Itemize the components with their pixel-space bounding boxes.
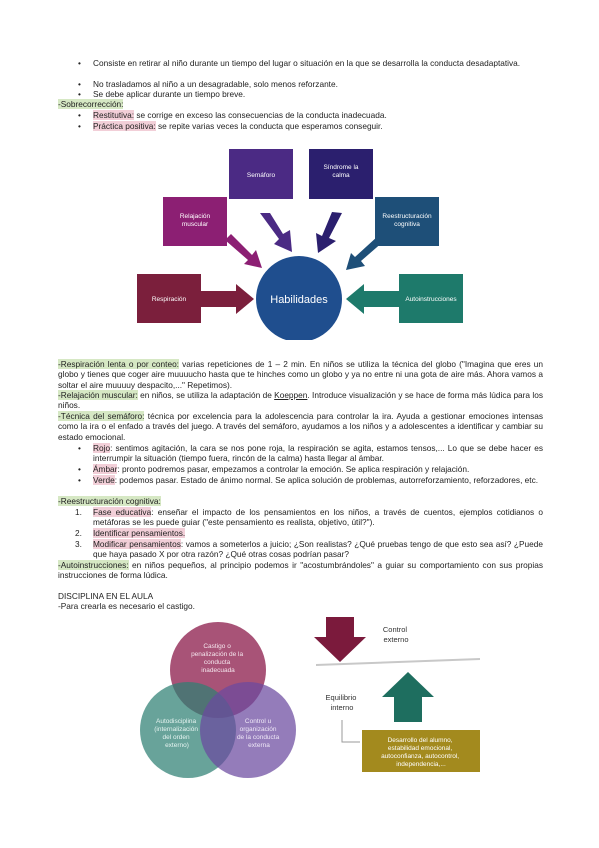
box-autoinstrucciones-label: Autoinstrucciones xyxy=(405,296,457,303)
down-arrow xyxy=(314,617,366,662)
box-autoinstrucciones xyxy=(399,274,463,323)
box-reestructuracion xyxy=(375,197,439,246)
desarrollo-box xyxy=(362,730,480,772)
arrow-reestructuracion xyxy=(346,236,384,270)
intro-bullet-1: Consiste en retirar al niño durante un t… xyxy=(93,58,521,68)
venn-top-label: Castigo o penalización de la conducta in… xyxy=(191,643,245,674)
reestructuracion-item-2: Identificar pensamientos. xyxy=(93,528,186,538)
bullet-marker: • xyxy=(78,443,81,453)
semaforo-item-ambar: Ámbar: pronto podremos pasar, empezamos … xyxy=(93,464,470,474)
reestructuracion-item-3: Modificar pensamientos: vamos a someterl… xyxy=(93,539,543,560)
relajacion-paragraph: -Relajación muscular: en niños, se utili… xyxy=(58,390,543,411)
box-semaforo xyxy=(229,149,293,199)
box-sindrome xyxy=(309,149,373,199)
arrow-semaforo xyxy=(260,213,292,252)
sobrecorreccion-heading: -Sobrecorrección: xyxy=(58,99,124,109)
balance-line xyxy=(316,658,480,666)
center-circle xyxy=(256,256,342,340)
bullet-marker: • xyxy=(78,110,81,120)
box-respiracion-label: Respiración xyxy=(152,296,187,303)
list-number: 2. xyxy=(75,528,82,538)
venn-left-label: Autodisciplina (internalización del orde… xyxy=(154,718,200,749)
venn-diagram: Castigo o penalización de la conducta in… xyxy=(140,622,296,778)
bullet-marker: • xyxy=(78,464,81,474)
semaforo-paragraph: -Técnica del semáforo: técnica por excel… xyxy=(58,411,543,442)
respiracion-paragraph: -Respiración lenta o por conteo: varias … xyxy=(58,359,543,390)
up-arrow xyxy=(382,672,434,722)
sobrecorreccion-item-2: Práctica positiva: se repite varias vece… xyxy=(93,121,383,131)
box-semaforo-label: Semáforo xyxy=(247,172,276,179)
intro-bullet-2: No trasladamos al niño a un desagradable… xyxy=(93,79,338,89)
venn-circle-right xyxy=(200,682,296,778)
sobrecorreccion-item-1: Restitutiva: se corrige en exceso las co… xyxy=(93,110,387,120)
venn-right-label: Control u organización de la conducta ex… xyxy=(237,718,281,749)
bullet-marker: • xyxy=(78,121,81,131)
reestructuracion-item-1: Fase educativa: enseñar el impacto de lo… xyxy=(93,507,543,528)
intro-bullet-3: Se debe aplicar durante un tiempo breve. xyxy=(93,89,246,99)
bullet-marker: • xyxy=(78,79,81,89)
bullet-marker: • xyxy=(78,58,81,68)
bullet-marker: • xyxy=(78,475,81,485)
center-label: Habilidades xyxy=(270,294,328,306)
arrow-sindrome xyxy=(316,212,342,253)
autoinstrucciones-paragraph: -Autoinstrucciones: en niños pequeños, a… xyxy=(58,560,543,581)
equilibrio-label: Equilibrio interno xyxy=(326,693,359,712)
disciplina-subtext: -Para crearla es necesario el castigo. xyxy=(58,601,195,611)
reestructuracion-heading: -Reestructuración cognitiva: xyxy=(58,496,161,506)
arrow-respiracion xyxy=(200,284,254,314)
box-respiracion xyxy=(137,274,201,323)
box-relajacion xyxy=(163,197,227,246)
arrow-relajacion xyxy=(225,234,262,268)
bullet-marker: • xyxy=(78,89,81,99)
semaforo-item-rojo: Rojo: sentimos agitación, la cara se nos… xyxy=(93,443,543,464)
arrow-autoinstrucciones xyxy=(346,284,400,314)
control-externo-label: Control externo xyxy=(383,625,409,644)
disciplina-heading: DISCIPLINA EN EL AULA xyxy=(58,591,154,601)
balance-diagram: Control externo Equilibrio interno Desar… xyxy=(314,617,480,772)
list-number: 1. xyxy=(75,507,82,517)
desarrollo-label: Desarrollo del alumno, estabilidad emoci… xyxy=(381,737,461,768)
bracket-line xyxy=(341,720,360,743)
semaforo-item-verde: Verde: podemos pasar. Estado de ánimo no… xyxy=(93,475,539,485)
list-number: 3. xyxy=(75,539,82,549)
